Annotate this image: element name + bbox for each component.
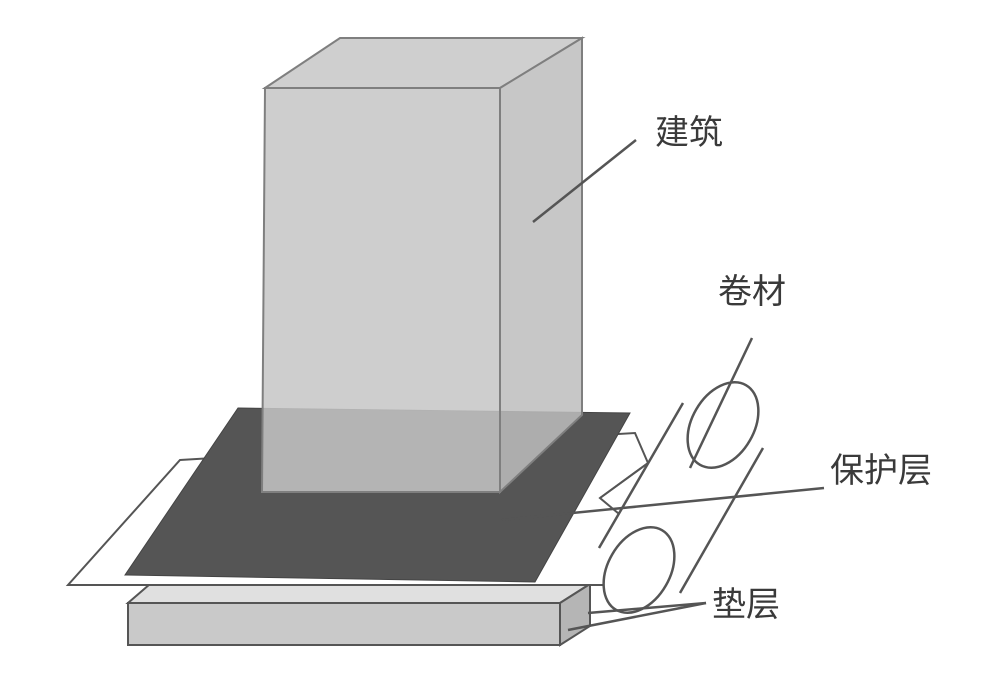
membrane-label: 卷材 xyxy=(718,272,786,312)
leader-line-building xyxy=(532,139,637,223)
membrane-roll-edge-top xyxy=(597,402,685,549)
leader-line-cushion-upper xyxy=(587,601,707,615)
membrane-roll-edge-bottom xyxy=(678,447,765,594)
building-right xyxy=(499,36,583,495)
building-box xyxy=(260,36,586,495)
cushion-layer-front xyxy=(127,602,561,646)
leader-line-protective-layer xyxy=(501,486,825,522)
building-label: 建筑 xyxy=(655,113,723,153)
cushion-layer-top xyxy=(125,583,594,604)
leader-line-membrane xyxy=(688,337,754,469)
membrane-roll xyxy=(597,381,765,614)
membrane-roll-back-end xyxy=(686,381,760,469)
cushion-layer-label: 垫层 xyxy=(712,585,780,625)
membrane-fold-line xyxy=(599,462,649,499)
building-front xyxy=(260,87,501,493)
protective-layer-label: 保护层 xyxy=(830,451,932,491)
leader-line-cushion-lower xyxy=(567,601,707,632)
cushion-layer xyxy=(125,582,594,647)
